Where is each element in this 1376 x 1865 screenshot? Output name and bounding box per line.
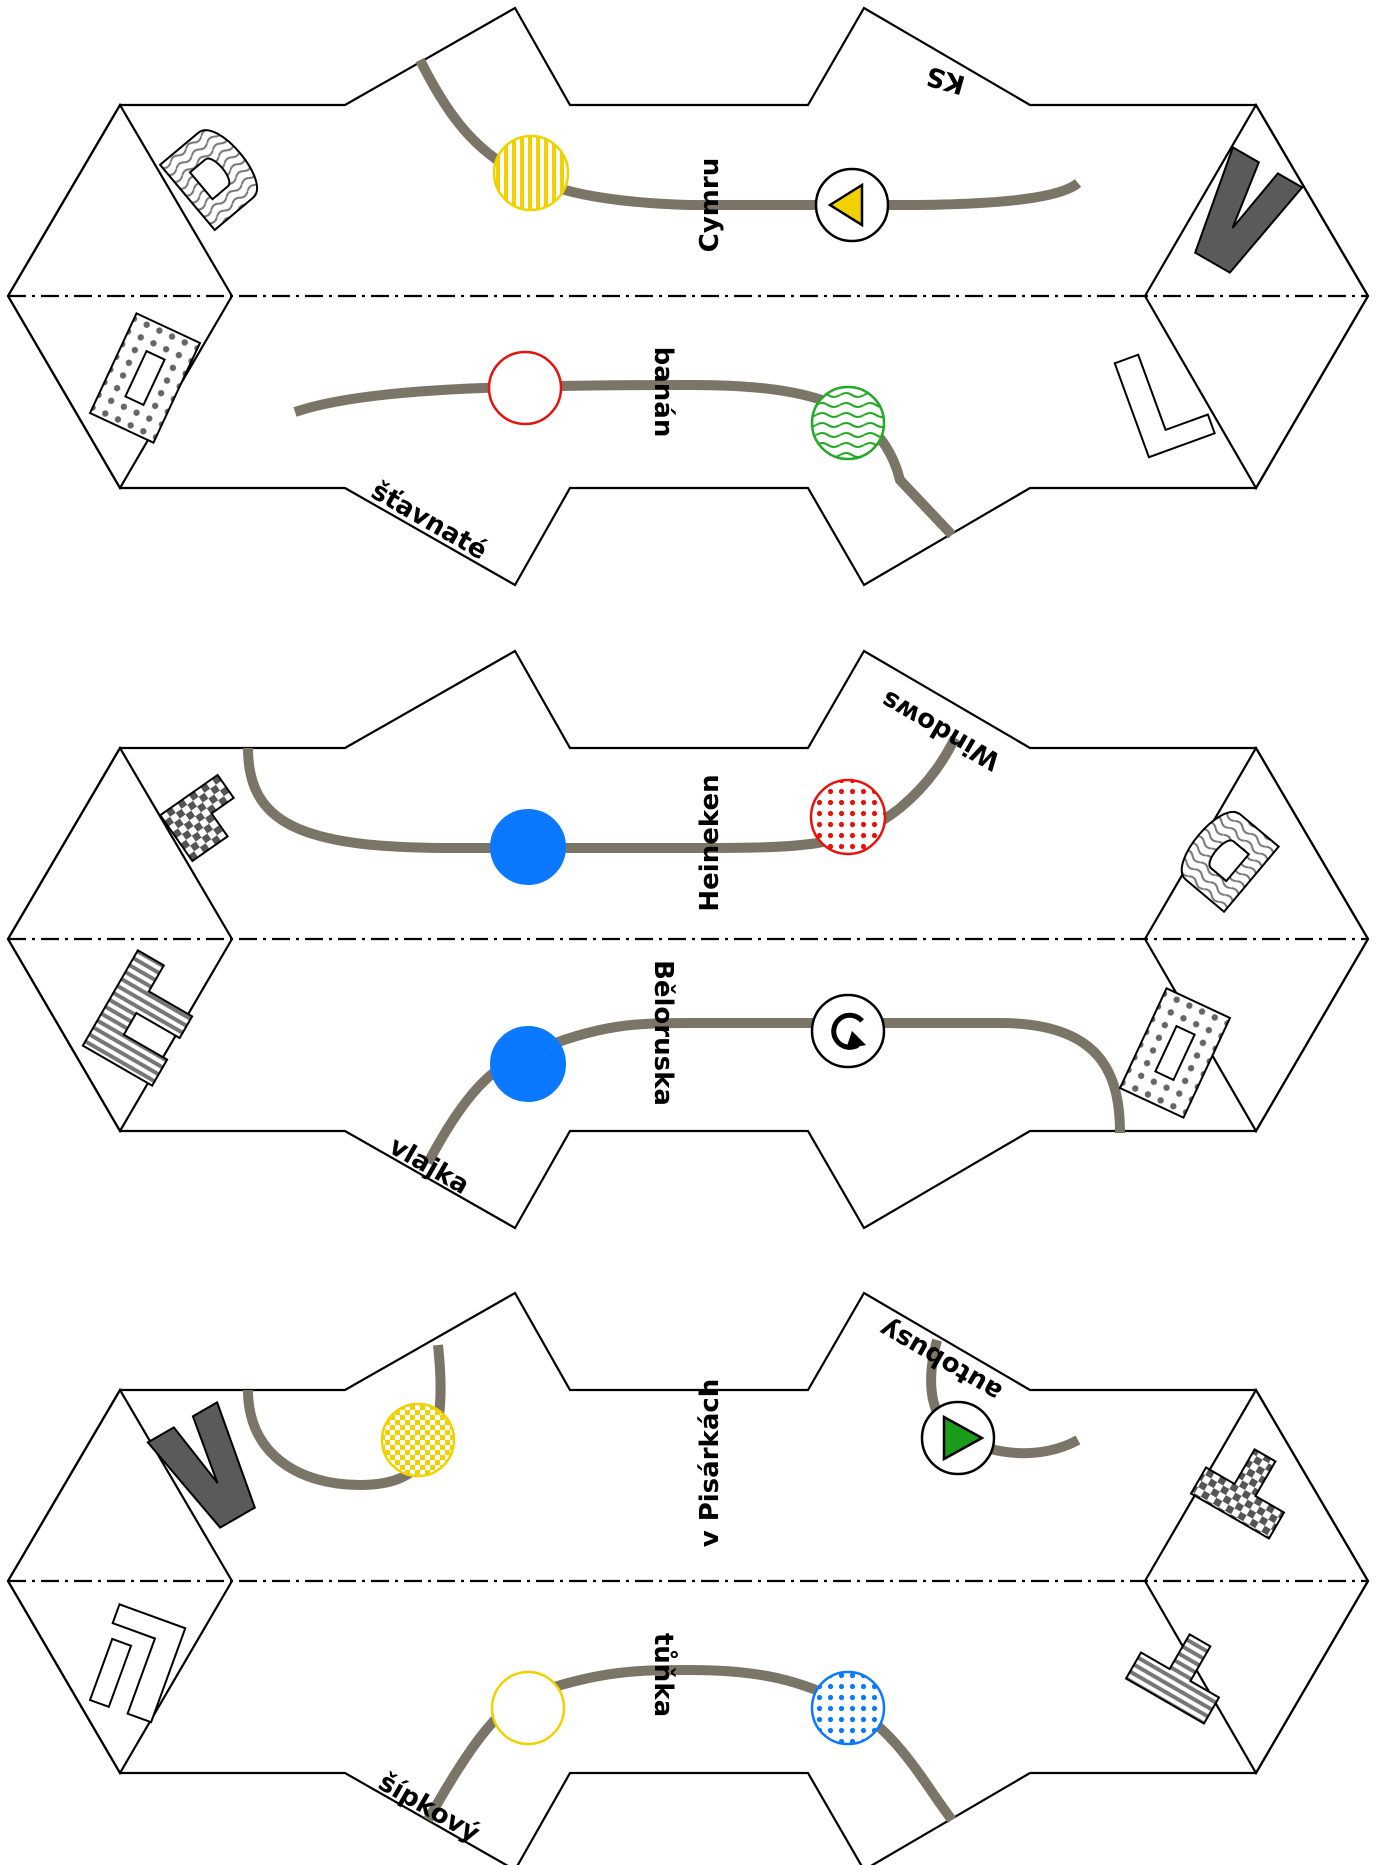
blue-dotted-circle [810, 1670, 886, 1746]
dark-letter-icon [1193, 145, 1304, 274]
piece-3: v Pisárkách autobusy tůňka šípkový [6, 1291, 1370, 1865]
notch-bottom-right [1144, 1580, 1369, 1776]
blue-solid-circle-2 [490, 1026, 566, 1102]
notch-bottom-right [1144, 295, 1369, 491]
notch-bottom-left [7, 295, 233, 491]
piece-2: Heineken Windows Běloruska vlajka [6, 649, 1370, 1230]
red-dotted-circle [809, 778, 887, 856]
checker-letter-icon [158, 773, 236, 863]
red-outline-circle [487, 350, 563, 426]
rotate-token [810, 993, 886, 1069]
green-wavy-circle [810, 385, 886, 461]
track-top [415, 57, 1082, 210]
piece-1: Cymru KS banán šťavnaté [6, 6, 1370, 587]
notch-bottom-left [7, 1580, 233, 1776]
wavy-letter-icon [158, 129, 258, 232]
label-cymru: Cymru [695, 158, 725, 252]
triangle-right-icon [942, 1414, 985, 1462]
label-heineken: Heineken [695, 774, 725, 911]
notch-top-left [7, 1387, 233, 1582]
notch-top-left [7, 745, 233, 940]
notch-top-left [7, 102, 233, 297]
notch-top-right [1144, 102, 1369, 297]
play-token [920, 1400, 996, 1476]
dotted-letter-icon [1118, 987, 1232, 1119]
outline-letter-icon [1113, 353, 1216, 459]
dotted-letter-icon [88, 312, 202, 444]
yellow-outline-circle [490, 1670, 566, 1746]
checker-letter-icon [1189, 1447, 1286, 1540]
striped-letter-icon [81, 949, 194, 1087]
triangle-left-icon [827, 182, 864, 228]
yellow-striped-circle [492, 134, 570, 212]
piece-outline [6, 1291, 1370, 1865]
yellow-checker-circle [380, 1402, 456, 1478]
dark-letter-icon [146, 1400, 257, 1529]
label-banan: banán [648, 347, 678, 438]
striped-letter-icon [1124, 1632, 1221, 1725]
blue-solid-circle [490, 809, 566, 885]
label-tunka: tůňka [648, 1633, 679, 1717]
notch-top-right [1144, 1387, 1369, 1582]
notch-bottom-left [7, 938, 233, 1134]
track-top [243, 735, 960, 853]
triangle-token [814, 167, 890, 243]
label-beloruska: Běloruska [648, 960, 678, 1106]
rotate-arrowhead-icon [846, 1031, 866, 1049]
wavy-letter-icon [1180, 811, 1281, 914]
label-v-pisarkach: v Pisárkách [695, 1379, 725, 1548]
track-bottom [423, 1018, 1125, 1166]
outline-letter-icon [88, 1603, 187, 1724]
